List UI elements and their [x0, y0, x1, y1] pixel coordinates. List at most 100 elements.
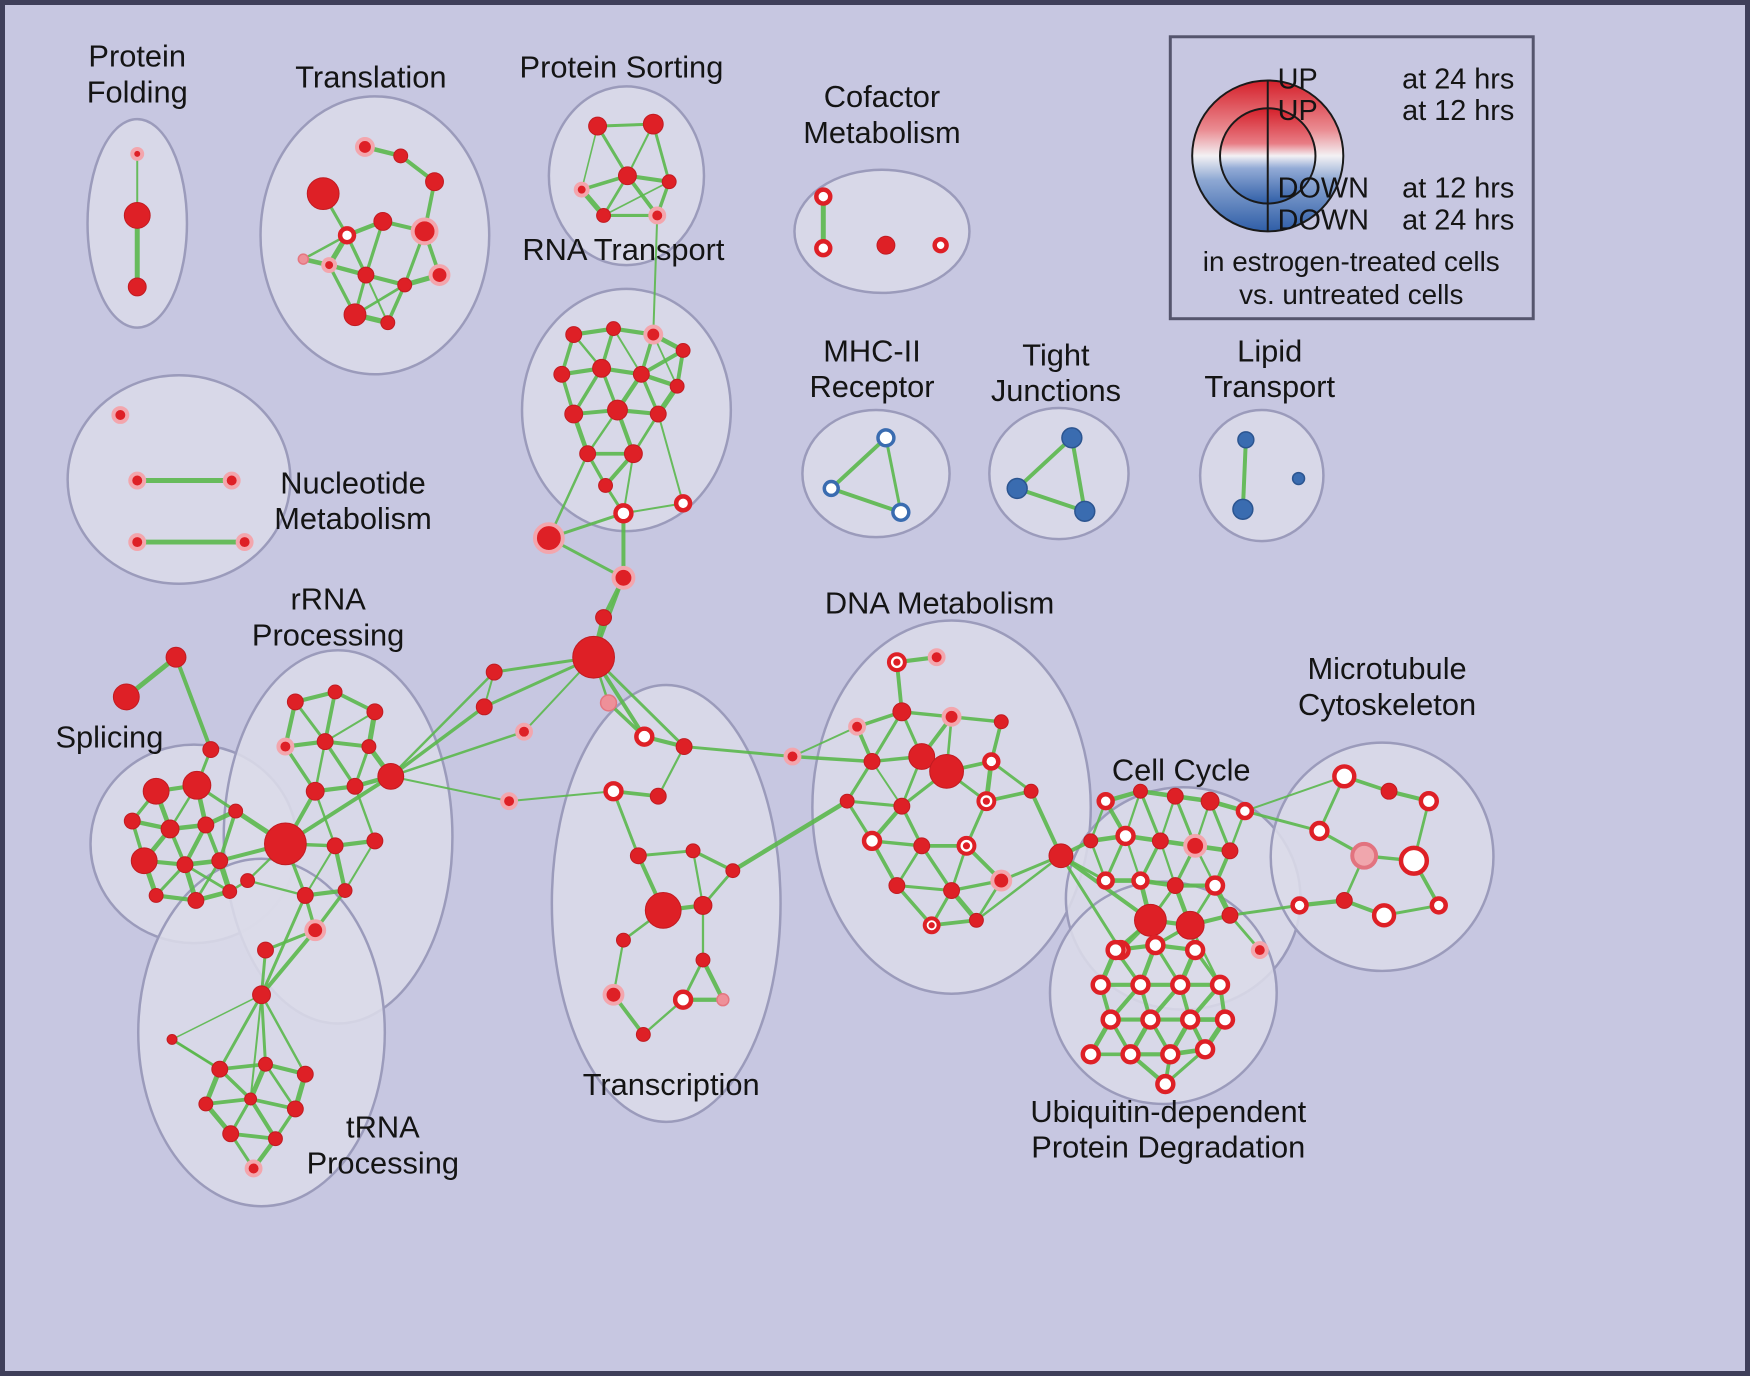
gene-node [634, 726, 655, 747]
gene-node [366, 832, 384, 850]
gene-node [393, 148, 409, 164]
network-edge [171, 1038, 221, 1071]
network-edge [304, 844, 337, 897]
gene-node [607, 399, 628, 421]
cluster-ellipse-lipid-transport [1198, 408, 1325, 543]
gene-node [876, 428, 896, 448]
gene-node [354, 137, 375, 157]
gene-node [1332, 764, 1357, 789]
gene-node [321, 257, 338, 274]
gene-node [1237, 431, 1255, 449]
gene-node [783, 747, 802, 766]
network-edge [895, 884, 954, 893]
gene-node [127, 277, 147, 297]
gene-node [913, 837, 931, 855]
gene-node [475, 698, 493, 716]
gene-node [565, 326, 583, 344]
gene-node [357, 266, 375, 284]
gene-node [553, 365, 571, 383]
gene-node [611, 565, 636, 590]
gene-node [1145, 934, 1166, 956]
network-edge [870, 710, 904, 764]
gene-node [598, 478, 614, 493]
gene-node [661, 174, 677, 190]
network-edge [1243, 775, 1346, 813]
gene-node [579, 445, 597, 463]
gene-node [532, 522, 565, 554]
gene-node [929, 754, 964, 789]
network-edge [1243, 809, 1321, 833]
gene-node [1194, 1039, 1216, 1060]
network-nodes [111, 113, 1448, 1178]
network-edge [174, 655, 213, 752]
gene-node [1130, 974, 1151, 996]
network-edge [845, 799, 904, 808]
network-edge [790, 754, 874, 764]
network-edge [260, 993, 307, 1076]
network-edge [260, 893, 307, 997]
gene-node [615, 932, 631, 948]
network-edge [612, 789, 640, 858]
network-edge [183, 863, 232, 893]
gene-node [257, 941, 274, 959]
network-edge [636, 849, 695, 858]
gene-node [305, 781, 325, 801]
gene-node [1080, 1044, 1101, 1065]
gene-node [316, 733, 334, 751]
gene-node [377, 762, 405, 790]
network-edge [249, 993, 263, 1100]
gene-node [123, 202, 151, 229]
network-edge [730, 798, 850, 873]
gene-node [648, 206, 667, 225]
gene-node [211, 852, 229, 870]
gene-node [276, 737, 295, 756]
gene-node [848, 717, 867, 736]
gene-node [337, 883, 353, 898]
gene-node [244, 1159, 263, 1178]
network-edge [602, 180, 671, 217]
cluster-label-translation: Translation [295, 59, 446, 94]
cluster-label-rna-transport: RNA Transport [522, 232, 724, 267]
gene-node [642, 113, 664, 135]
gene-node [267, 1131, 283, 1147]
gene-node [327, 684, 343, 700]
gene-node [1083, 833, 1099, 849]
gene-node [1429, 896, 1448, 915]
gene-node [588, 116, 608, 136]
gene-node [202, 741, 220, 758]
gene-node [649, 787, 667, 805]
gene-node [592, 358, 612, 378]
gene-node [128, 471, 147, 490]
gene-node [297, 253, 310, 265]
network-edge [1138, 789, 1162, 843]
gene-node [1183, 833, 1208, 858]
network-edge [323, 739, 357, 789]
gene-node [1140, 1009, 1161, 1030]
cluster-label-splicing: Splicing [55, 720, 163, 755]
network-edge [203, 1097, 253, 1106]
network-edge [389, 730, 526, 778]
gene-node [380, 315, 396, 331]
gene-node [211, 1060, 229, 1078]
network-edge [884, 436, 903, 514]
gene-node [1096, 791, 1115, 811]
gene-node [1184, 939, 1206, 961]
gene-node [643, 324, 664, 345]
gene-node [602, 983, 625, 1006]
network-edge [657, 413, 685, 505]
gene-node [222, 471, 241, 490]
gene-node-dot [982, 797, 990, 805]
gene-node [891, 502, 911, 522]
cluster-ellipse-trna-processing [136, 857, 387, 1208]
gene-node [1350, 841, 1379, 870]
gene-node [603, 781, 624, 802]
network-edge [246, 879, 307, 897]
gene-node [1335, 892, 1353, 909]
gene-node [222, 1125, 240, 1143]
gene-node [573, 181, 590, 198]
gene-node [595, 609, 613, 626]
